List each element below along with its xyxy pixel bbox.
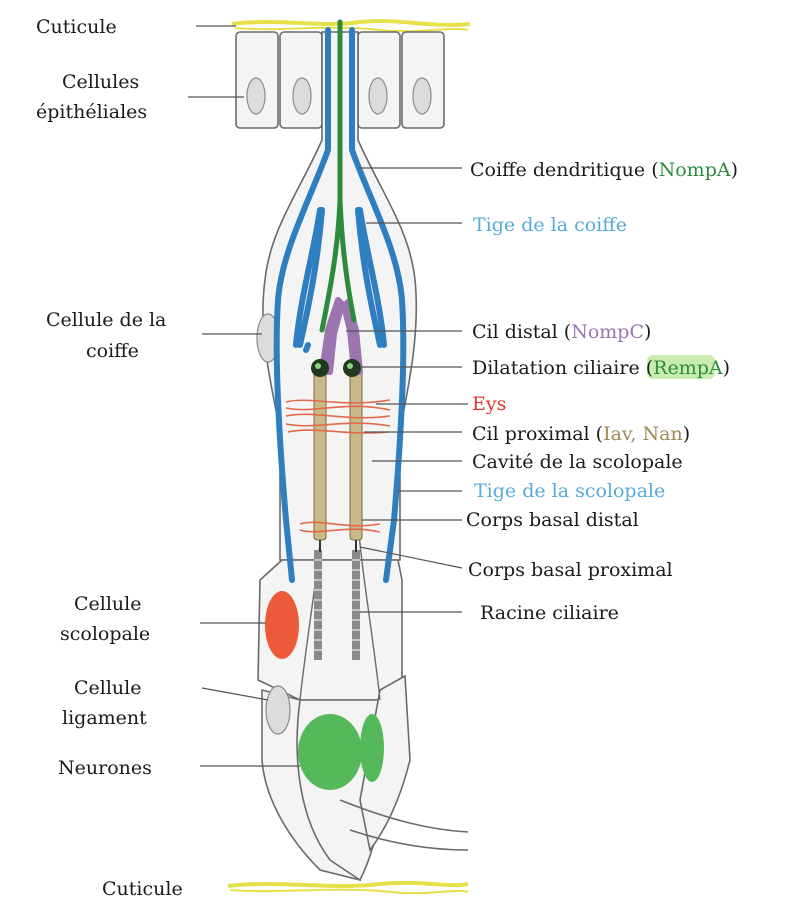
left-labels: Cuticule Cellules épithéliales Cellule d… xyxy=(36,16,183,900)
label-neurons: Neurones xyxy=(58,757,152,779)
label-scolopale-rod: Tige de la scolopale xyxy=(474,480,665,502)
label-proximal-cilium: Cil proximal (Iav, Nan) xyxy=(472,423,690,445)
label-cap-rod: Tige de la coiffe xyxy=(473,214,627,236)
label-distal-basal-body: Corps basal distal xyxy=(466,509,639,531)
neuron-nucleus-1 xyxy=(298,714,362,790)
label-eys: Eys xyxy=(472,393,506,415)
label-dendritic-cap: Coiffe dendritique (NompA) xyxy=(470,159,738,181)
label-ciliary-rootlet: Racine ciliaire xyxy=(480,602,619,624)
epithelial-nucleus-4 xyxy=(413,78,431,114)
label-ligament-line2: ligament xyxy=(62,707,147,729)
ligament-nucleus xyxy=(266,686,290,734)
label-cap-cell-line1: Cellule de la xyxy=(46,309,166,331)
right-labels: Coiffe dendritique (NompA) Tige de la co… xyxy=(466,159,738,624)
neuron-nucleus-2 xyxy=(360,714,384,782)
scolopale-cell xyxy=(258,560,402,700)
scolopale-nucleus xyxy=(265,591,299,659)
label-epithelial-line1: Cellules xyxy=(62,71,139,93)
label-proximal-basal-body: Corps basal proximal xyxy=(468,559,673,581)
label-scolopale-line1: Cellule xyxy=(74,593,142,615)
cuticle-bottom-layer xyxy=(228,883,468,893)
label-distal-cilium: Cil distal (NompC) xyxy=(472,321,651,343)
label-cap-cell-line2: coiffe xyxy=(86,340,139,362)
epithelial-nucleus-1 xyxy=(247,78,265,114)
label-cuticle-bottom: Cuticule xyxy=(102,878,183,900)
label-cuticle-top: Cuticule xyxy=(36,16,117,38)
label-scolopale-line2: scolopale xyxy=(60,623,150,645)
epithelial-nucleus-2 xyxy=(293,78,311,114)
label-epithelial-line2: épithéliales xyxy=(36,101,147,123)
label-scolopale-cavity: Cavité de la scolopale xyxy=(472,451,683,473)
ligament-and-neurons xyxy=(262,676,468,880)
epithelial-nucleus-3 xyxy=(369,78,387,114)
label-ciliary-dilation: Dilatation ciliaire (RempA) xyxy=(472,357,730,379)
label-ligament-line1: Cellule xyxy=(74,677,142,699)
